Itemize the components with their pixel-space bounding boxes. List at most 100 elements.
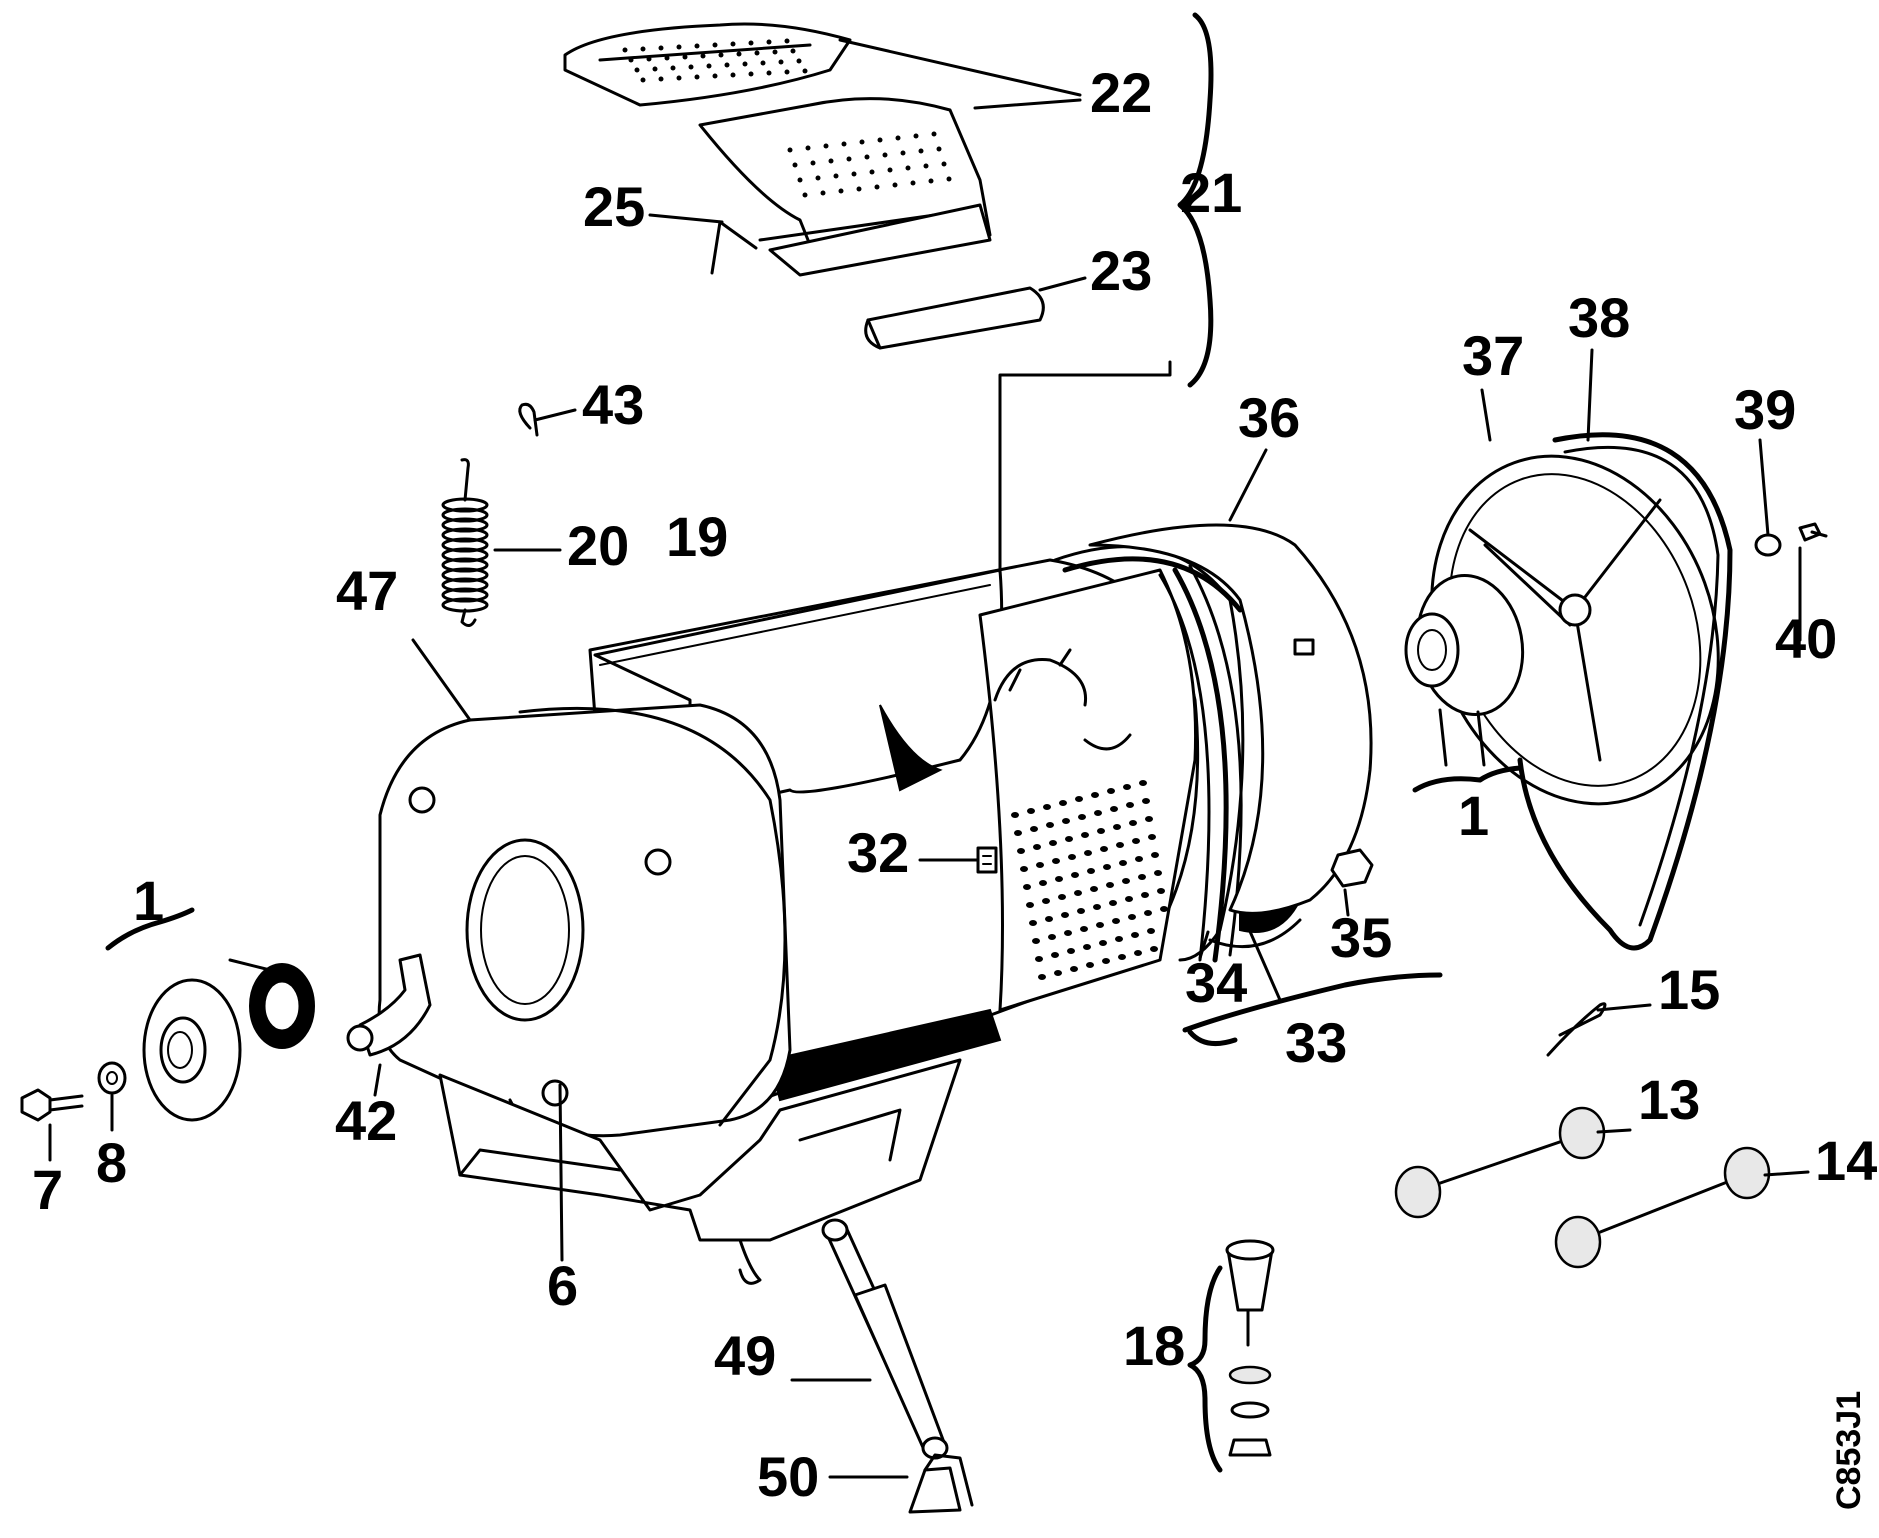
- perforation-hole: [694, 43, 700, 49]
- perforation-hole: [1147, 928, 1155, 934]
- leader-line: [1228, 448, 1268, 522]
- perforation-hole: [1017, 848, 1025, 854]
- perforation-hole: [688, 64, 694, 70]
- leader-line: [558, 1083, 564, 1262]
- perforation-hole: [676, 75, 682, 81]
- perforation-hole: [760, 60, 766, 66]
- perforation-hole: [1023, 884, 1031, 890]
- perforation-hole: [946, 176, 952, 182]
- perforation-hole: [913, 133, 919, 139]
- damper-49-drawing: [821, 1218, 949, 1460]
- drawing-code: C853J1: [1830, 1391, 1868, 1510]
- perforation-hole: [658, 45, 664, 51]
- spring-coil: [441, 567, 489, 583]
- perforation-hole: [736, 51, 742, 57]
- perforation-hole: [640, 77, 646, 83]
- perforation-hole: [1106, 882, 1114, 888]
- perforation-hole: [802, 192, 808, 198]
- perforation-hole: [1132, 838, 1140, 844]
- callout-6: 6: [547, 1254, 578, 1317]
- callout-47: 47: [336, 559, 398, 622]
- leader-line: [838, 38, 1082, 97]
- leader-line: [718, 220, 758, 250]
- perforation-hole: [1097, 828, 1105, 834]
- perforation-hole: [1035, 956, 1043, 962]
- perforation-hole: [676, 44, 682, 50]
- belt-drawing: [1517, 432, 1733, 951]
- washer-8-drawing: [97, 1061, 127, 1095]
- perforation-hole: [1071, 872, 1079, 878]
- perforation-hole: [1051, 952, 1059, 958]
- nut-35-drawing: [1330, 848, 1374, 888]
- perforation-hole: [712, 42, 718, 48]
- perforation-hole: [1148, 834, 1156, 840]
- spring-coil: [441, 587, 489, 603]
- perforation-hole: [792, 162, 798, 168]
- leader-line: [1038, 276, 1087, 292]
- spring-coil: [441, 517, 489, 533]
- perforation-hole: [748, 71, 754, 77]
- leader-line: [648, 213, 724, 224]
- bearing-housing-left-drawing: [142, 963, 315, 1122]
- perforation-hole: [1110, 806, 1118, 812]
- foot-18-drawing: [1225, 1239, 1275, 1457]
- tub-base-drawing: [438, 1058, 962, 1285]
- bracket-50-drawing: [908, 1453, 974, 1514]
- perforation-hole: [1026, 902, 1034, 908]
- perforation-hole: [877, 137, 883, 143]
- perforation-hole: [846, 156, 852, 162]
- callout-38: 38: [1568, 286, 1630, 349]
- callout-8: 8: [96, 1131, 127, 1194]
- brace-line: [105, 907, 195, 951]
- perforation-hole: [887, 167, 893, 173]
- perforation-hole: [856, 186, 862, 192]
- perforation-hole: [754, 50, 760, 56]
- perforation-hole: [1033, 844, 1041, 850]
- brace-line: [1412, 765, 1523, 793]
- leader-line: [973, 98, 1082, 110]
- perforation-hole: [1160, 906, 1168, 912]
- perforation-hole: [1045, 916, 1053, 922]
- brace-line: [1187, 1265, 1223, 1473]
- perforation-hole: [923, 163, 929, 169]
- perforation-hole: [1020, 866, 1028, 872]
- perforation-hole: [652, 66, 658, 72]
- plate-32-drawing: [976, 846, 998, 874]
- perforation-hole: [646, 56, 652, 62]
- perforation-hole: [1027, 808, 1035, 814]
- perforation-hole: [1135, 856, 1143, 862]
- perforation-hole: [1091, 792, 1099, 798]
- perforation-hole: [1048, 934, 1056, 940]
- spring-coil: [441, 507, 489, 523]
- perforation-hole: [1036, 862, 1044, 868]
- perforation-hole: [833, 173, 839, 179]
- perforation-hole: [1141, 892, 1149, 898]
- perforation-hole: [1154, 870, 1162, 876]
- perforation-hole: [1055, 876, 1063, 882]
- perforation-hole: [802, 68, 808, 74]
- perforation-hole: [784, 69, 790, 75]
- perforation-hole: [1093, 904, 1101, 910]
- inner-hub-drawing: [993, 648, 1132, 751]
- leader-line: [1198, 930, 1210, 960]
- perforation-hole: [1118, 954, 1126, 960]
- callout-15: 15: [1658, 958, 1720, 1021]
- perforation-hole: [784, 38, 790, 44]
- perforation-hole: [1131, 932, 1139, 938]
- callout-35: 35: [1330, 906, 1392, 969]
- perforation-hole: [941, 161, 947, 167]
- perforation-hole: [1138, 874, 1146, 880]
- leader-line: [228, 958, 272, 972]
- leader-line: [533, 408, 577, 422]
- perforation-hole: [1115, 936, 1123, 942]
- perforation-hole: [905, 165, 911, 171]
- brace-line: [1177, 12, 1214, 388]
- spring-coil: [441, 527, 489, 543]
- perforation-hole: [1086, 962, 1094, 968]
- perforation-hole: [1150, 946, 1158, 952]
- perforation-hole: [670, 65, 676, 71]
- perforation-hole: [815, 175, 821, 181]
- rear-cover-drawing: [1088, 523, 1373, 915]
- spring-coil: [441, 547, 489, 563]
